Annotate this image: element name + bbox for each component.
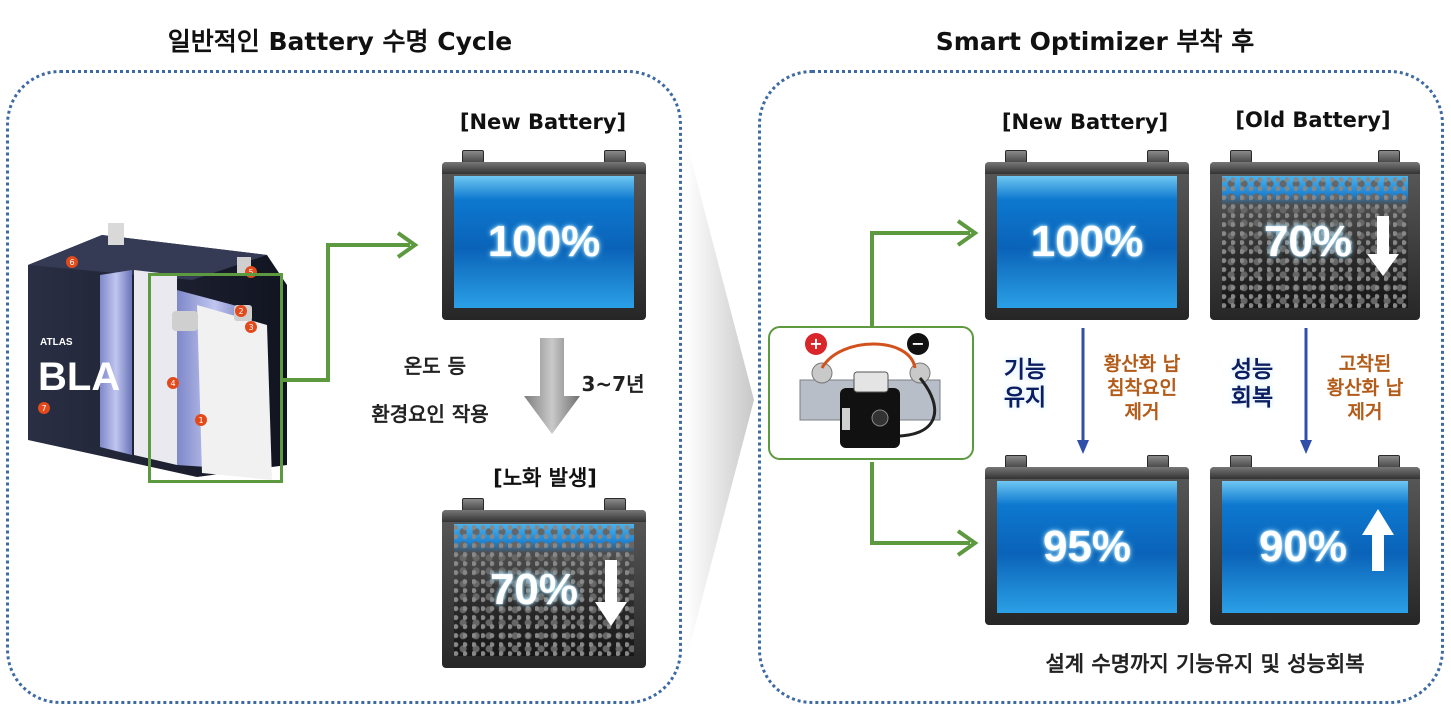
marker-6: 6 xyxy=(69,258,74,267)
marker-5: 5 xyxy=(248,268,253,277)
battery-charge-screen: 100% xyxy=(454,176,634,308)
brand-small-text: ATLAS xyxy=(40,337,73,348)
right-new-battery: 100% xyxy=(985,150,1189,320)
smart-optimizer-device: + − xyxy=(799,333,941,448)
right-title: Smart Optimizer 부착 후 xyxy=(935,27,1255,56)
left-connector-arrow xyxy=(283,231,419,382)
left-aged-percent: 70% xyxy=(489,565,579,614)
minus-icon: − xyxy=(911,334,924,353)
left-new-battery: 100% xyxy=(442,150,646,320)
plus-icon: + xyxy=(809,334,822,353)
battery-cutaway-illustration: ATLAS BLA 1 2 3 4 5 6 7 xyxy=(28,223,287,480)
left-title: 일반적인 Battery 수명 Cycle xyxy=(167,27,513,56)
right-old-after-percent: 90% xyxy=(1258,522,1348,571)
transition-chevron xyxy=(686,140,754,660)
down-arrow-icon xyxy=(595,560,627,626)
up-arrow-icon xyxy=(1362,509,1394,571)
factor-line2: 환경요인 작용 xyxy=(371,402,489,426)
left-new-percent: 100% xyxy=(487,217,601,266)
marker-2: 2 xyxy=(238,307,243,316)
right-fork-arrows xyxy=(870,219,979,557)
cutaway-highlight-box xyxy=(148,273,283,483)
right-new-after-percent: 95% xyxy=(1042,522,1132,571)
left-aged-battery: 70% xyxy=(442,498,646,668)
marker-3: 3 xyxy=(248,323,253,332)
recover-down-arrow-icon xyxy=(1300,328,1312,454)
marker-7: 7 xyxy=(41,404,46,413)
battery-charge-screen: 100% xyxy=(997,176,1177,308)
marker-4: 4 xyxy=(170,379,175,388)
marker-1: 1 xyxy=(198,416,203,425)
right-old-battery-label: [Old Battery] xyxy=(1235,108,1391,132)
smart-optimizer-box: + − xyxy=(768,326,974,460)
left-new-battery-label: [New Battery] xyxy=(459,110,627,134)
battery-charge-screen: 95% xyxy=(997,481,1177,613)
right-footer: 설계 수명까지 기능유지 및 성능회복 xyxy=(1045,652,1365,676)
right-old-battery: 70% xyxy=(1210,150,1420,320)
maintain-down-arrow-icon xyxy=(1077,328,1089,454)
battery-sulfated-screen: 70% xyxy=(454,524,634,656)
right-new-battery-label: [New Battery] xyxy=(1001,110,1169,134)
right-new-percent: 100% xyxy=(1030,217,1144,266)
period-label: 3~7년 xyxy=(581,372,645,396)
right-new-after-battery: 95% xyxy=(985,455,1189,625)
right-panel xyxy=(758,70,1444,704)
down-arrow-icon xyxy=(1367,216,1399,276)
right-old-after-battery: 90% xyxy=(1210,455,1420,625)
aged-battery-label: [노화 발생] xyxy=(493,466,597,490)
aging-down-arrow-icon xyxy=(524,338,580,434)
factor-line1: 온도 등 xyxy=(403,354,467,378)
brand-text: BLA xyxy=(38,355,120,399)
left-panel xyxy=(6,70,682,704)
right-old-percent: 70% xyxy=(1263,217,1353,266)
